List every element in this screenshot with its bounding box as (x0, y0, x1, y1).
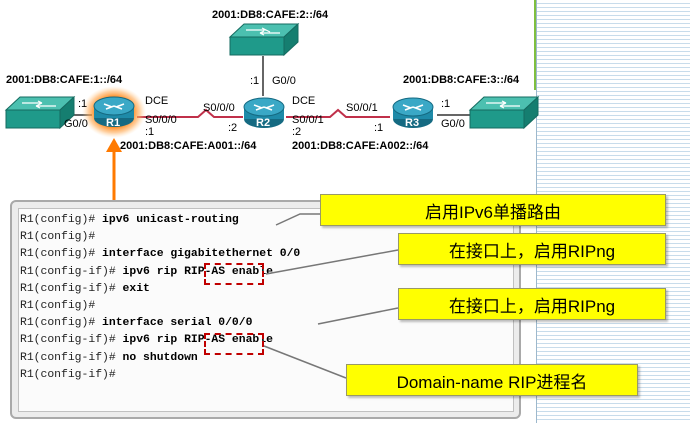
cli-line: R1(config-if)# no shutdown (20, 351, 198, 364)
r1-s0-label: S0/0/0 (145, 114, 177, 126)
r3-s001-host-label: :1 (374, 122, 384, 134)
cli-line: R1(config)# ipv6 unicast-routing (20, 214, 239, 226)
router-r1 (82, 86, 146, 138)
r1-s0-host-label: :1 (145, 126, 155, 138)
r3-lan-host-label: :1 (441, 98, 451, 110)
network-label-r2-lan: 2001:DB8:CAFE:2::/64 (212, 9, 329, 21)
callout-domain-name: Domain-name RIP进程名 (346, 364, 638, 396)
pointer-line-interface-1 (265, 249, 399, 275)
rip-as-highlight-2 (204, 333, 264, 355)
r2-s000-label: S0/0/0 (203, 102, 235, 114)
pointer-line-domain (263, 345, 347, 379)
router-r3 (392, 97, 434, 128)
r2-s001-label: S0/0/1 (292, 114, 324, 126)
router-r3-label: R3 (405, 117, 420, 129)
pointer-line-routing (275, 213, 322, 226)
switch-r3-lan (468, 95, 540, 130)
callout-enable-routing: 启用IPv6单播路由 (320, 194, 666, 226)
cli-line: R1(config-if)# exit (20, 282, 150, 295)
accent-bar (534, 0, 536, 90)
cli-output: R1(config)# ipv6 unicast-routing R1(conf… (20, 212, 300, 384)
pointer-arrow-head (106, 138, 122, 152)
r2-lan-host-label: :1 (250, 75, 260, 87)
network-label-r3-lan: 2001:DB8:CAFE:3::/64 (403, 74, 520, 86)
serial-link-r2-r3 (286, 108, 390, 118)
pointer-line-interface-2 (317, 307, 399, 325)
r2-dce-label: DCE (292, 95, 316, 107)
r1-lan-host-label: :1 (78, 98, 88, 110)
cli-line: R1(config)# interface gigabitethernet 0/… (20, 248, 301, 261)
r2-s001-host-label: :2 (292, 126, 302, 138)
r3-s001-label: S0/0/1 (346, 102, 378, 114)
network-label-wan-a001: 2001:DB8:CAFE:A001::/64 (120, 140, 257, 152)
network-topology (4, 22, 540, 200)
r2-g0-label: G0/0 (272, 75, 296, 87)
rip-as-highlight-1 (204, 263, 264, 285)
switch-r2-lan (228, 22, 300, 57)
network-label-wan-a002: 2001:DB8:CAFE:A002::/64 (292, 140, 429, 152)
cli-line: R1(config)# interface serial 0/0/0 (20, 317, 253, 330)
router-r2-label: R2 (256, 117, 271, 129)
r2-s000-host-label: :2 (228, 122, 238, 134)
r3-g0-label: G0/0 (441, 118, 465, 130)
callout-enable-interface-1: 在接口上，启用RIPng (398, 233, 666, 265)
cli-line: R1(config)# (20, 300, 96, 313)
serial-link-r1-r2 (137, 108, 243, 118)
router-r2 (243, 97, 285, 128)
r1-dce-label: DCE (145, 95, 169, 107)
router-r1-label: R1 (106, 117, 121, 129)
network-label-r1-lan: 2001:DB8:CAFE:1::/64 (6, 74, 123, 86)
switch-r1-lan (4, 95, 76, 130)
cli-line: R1(config-if)# (20, 368, 116, 381)
callout-enable-interface-2: 在接口上，启用RIPng (398, 288, 666, 320)
cli-line: R1(config)# (20, 231, 96, 244)
r1-g0-label: G0/0 (64, 118, 88, 130)
